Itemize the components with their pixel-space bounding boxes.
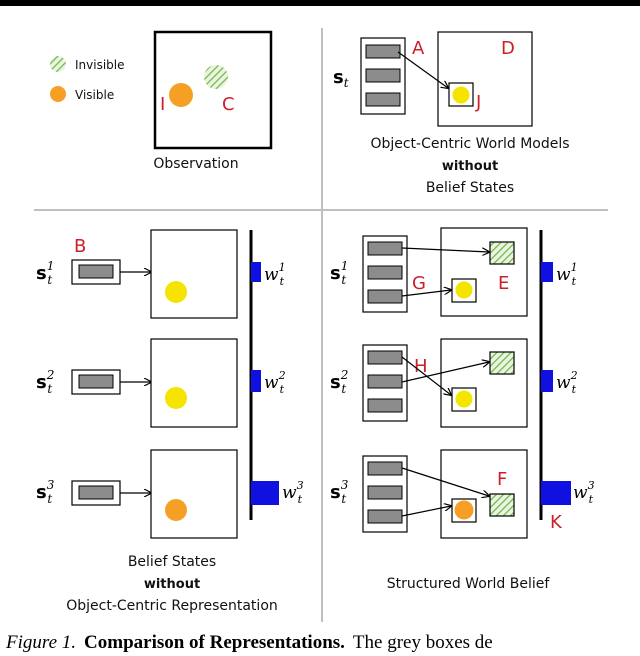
ocwm-visible-object [452,86,470,104]
label-I: I [160,94,165,115]
ocwm-slot-2 [365,68,401,83]
belief-slot-3 [78,485,114,500]
swb-world-frame-1 [440,227,528,317]
swb-slot-1b [367,265,403,280]
swb-arrow-1b [401,290,451,297]
top-border [0,0,640,6]
swb-arrow-2b [401,356,451,395]
swb-slot-3b [367,485,403,500]
swb-arrow-3b [401,506,451,517]
ocwm-caption-line1: Object-Centric World Models [370,136,569,152]
swb-visible-object-3 [454,500,474,520]
belief-object-1 [165,281,187,303]
belief-slot-1 [78,264,114,279]
label-C: C [222,94,235,115]
label-E: E [498,273,509,294]
belief-caption-line1: Belief States [128,554,216,570]
swb-arrow-3a [401,467,489,496]
swb-slot-3a [367,461,403,476]
figure-caption: Figure 1.Comparison of Representations.T… [5,632,493,653]
swb-slot-1a [367,241,403,256]
swb-slot-1c [367,289,403,304]
label-B: B [74,236,86,257]
label-D: D [501,38,515,59]
ocwm-caption-line3: Belief States [426,180,514,196]
ocwm-world-frame [437,31,533,127]
swb-visible-object-1 [455,281,473,299]
swb-visible-object-2 [455,390,473,408]
swb-arrow-2a [401,362,489,383]
label-K: K [550,512,563,533]
swb-slot-3c [367,509,403,524]
swb-invisible-box-2 [489,351,515,375]
ocwm-slot-1 [365,44,401,59]
swb-invisible-box-1 [489,241,515,265]
belief-world-frame-2 [150,338,238,428]
swb-weight-bar-2 [541,370,553,392]
label-F: F [497,469,507,490]
label-G: G [412,273,426,294]
belief-world-frame-3 [150,449,238,539]
ocwm-slot-3 [365,92,401,107]
ocwm-caption-line2: without [442,159,498,174]
belief-object-2 [165,387,187,409]
belief-caption-line3: Object-Centric Representation [66,598,278,614]
swb-slot-2c [367,398,403,413]
legend-visible-icon [50,86,66,102]
ocwm-state-label: st [333,67,349,90]
observation-caption: Observation [153,156,238,172]
belief-slot-2 [78,374,114,389]
swb-slot-2b [367,374,403,389]
belief-world-frame-1 [150,229,238,319]
swb-weight-bar-1 [541,262,553,282]
belief-object-3 [165,499,187,521]
belief-caption-line2: without [144,577,200,592]
swb-caption: Structured World Belief [387,576,551,592]
swb-invisible-box-3 [489,493,515,517]
label-A: A [412,38,425,59]
legend-invisible-label: Invisible [75,58,125,72]
belief-weight-bar-3 [251,481,279,505]
legend-invisible-icon [50,56,66,72]
label-H: H [414,356,428,377]
belief-weight-bar-1 [251,262,261,282]
belief-weight-bar-2 [251,370,261,392]
observation-invisible-object [204,65,228,89]
swb-arrow-1a [401,247,489,252]
observation-visible-object [169,83,193,107]
swb-slot-2a [367,350,403,365]
swb-weight-bar-3 [541,481,571,505]
label-J: J [475,92,481,113]
ocwm-arrow [397,51,448,88]
legend-visible-label: Visible [75,88,114,102]
